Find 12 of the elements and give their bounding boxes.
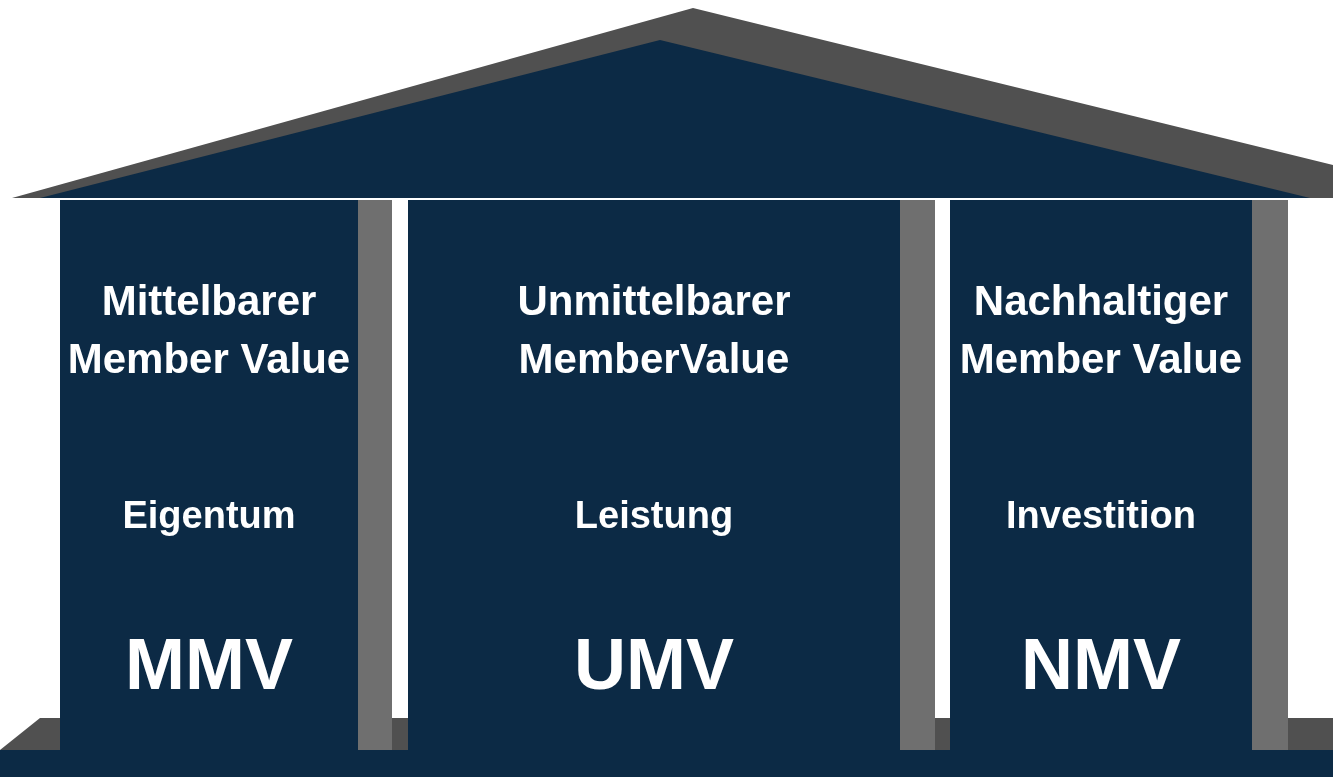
pillar-abbreviation: UMV	[573, 623, 735, 706]
pillar-subtitle: Leistung	[573, 493, 735, 538]
pillar-title: Mittelbarer Member Value	[66, 276, 352, 384]
pillar-abbreviation: MMV	[124, 623, 294, 706]
pillar-subtitle: Eigentum	[121, 493, 297, 538]
temple-pillar	[408, 200, 900, 750]
pillar-subtitle: Investition	[1005, 493, 1197, 538]
pillar-abbreviation: NMV	[1020, 623, 1182, 706]
pillar-title: Nachhaltiger Member Value	[958, 276, 1244, 384]
temple-pillar	[60, 200, 358, 750]
temple-pillar	[950, 200, 1252, 750]
pillar-title: Unmittelbarer MemberValue	[516, 276, 792, 384]
